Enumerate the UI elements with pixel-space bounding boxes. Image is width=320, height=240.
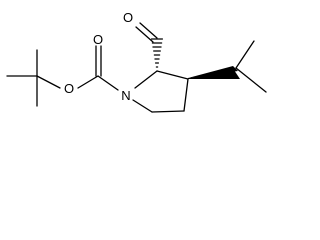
c3-to-c4-bond xyxy=(183,78,189,112)
isopropyl-to-upper-methyl-bond xyxy=(235,40,255,69)
tbutyl-to-ester-oxygen-bond xyxy=(36,75,61,89)
ester-oxygen-label: O xyxy=(64,81,74,96)
carbonyl-carbon-to-nitrogen-bond xyxy=(97,75,119,91)
c2-to-aldehyde-hashed-wedge-bond xyxy=(150,38,164,68)
isopropyl-to-lower-methyl-bond xyxy=(235,67,267,93)
chemical-structure: N O O O xyxy=(6,10,267,113)
isopropyl-wedge-fill xyxy=(188,66,238,78)
aldehyde-double-bond-line-2 xyxy=(135,26,154,43)
aldehyde-double-bond-line-1 xyxy=(139,22,158,39)
nitrogen-to-c2-bond xyxy=(134,70,158,89)
ester-oxygen-to-carbonyl-carbon-bond xyxy=(77,75,99,89)
c2-to-c3-bond xyxy=(156,70,189,80)
c4-to-c5-bond xyxy=(151,110,185,113)
nitrogen-label: N xyxy=(121,88,130,103)
c5-to-nitrogen-bond xyxy=(132,99,153,113)
aldehyde-oxygen-label: O xyxy=(123,10,133,25)
carbonyl-oxygen-label: O xyxy=(93,32,103,47)
